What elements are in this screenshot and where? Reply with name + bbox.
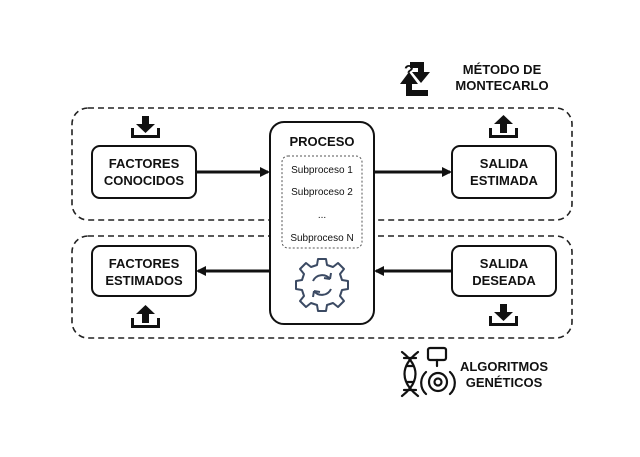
- salida-estimada-line2: ESTIMADA: [470, 173, 539, 188]
- factores-estimados-line2: ESTIMADOS: [105, 273, 183, 288]
- download-tray-icon: [131, 116, 160, 138]
- factores-estimados-line1: FACTORES: [109, 256, 180, 271]
- dna-gear-icon: [400, 346, 456, 398]
- upload-tray-icon: [131, 305, 160, 328]
- subprocess-item-2: Subproceso 2: [291, 187, 353, 198]
- factores-conocidos-line2: CONOCIDOS: [104, 173, 185, 188]
- salida-estimada-line1: SALIDA: [480, 156, 529, 171]
- proceso-title: PROCESO: [289, 134, 354, 149]
- montecarlo-label-line1: MÉTODO DE: [463, 62, 542, 77]
- genetic-label-line1: ALGORITMOS: [460, 359, 548, 374]
- factores-estimados-box: [91, 245, 197, 297]
- salida-deseada-line1: SALIDA: [480, 256, 529, 271]
- montecarlo-label-line2: MONTECARLO: [455, 78, 548, 93]
- download-tray-icon-salida-deseada: [489, 304, 518, 326]
- gear-refresh-icon: [295, 258, 349, 312]
- genetic-label-line2: GENÉTICOS: [466, 375, 543, 390]
- factores-conocidos-line1: FACTORES: [109, 156, 180, 171]
- salida-deseada-line2: DESEADA: [472, 273, 536, 288]
- subprocess-item-1: Subproceso 1: [291, 165, 353, 176]
- subprocess-item-ellipsis: ...: [318, 210, 326, 221]
- salida-estimada-box: [451, 145, 557, 199]
- subprocess-list: [281, 155, 363, 249]
- factores-conocidos-box: [91, 145, 197, 199]
- repeat-question-icon: ?: [400, 62, 430, 96]
- upload-tray-icon-salida-estimada: [489, 115, 518, 138]
- svg-text:?: ?: [404, 63, 414, 80]
- subprocess-item-n: Subproceso N: [290, 233, 353, 244]
- salida-deseada-box: [451, 245, 557, 297]
- proceso-box: [269, 121, 375, 325]
